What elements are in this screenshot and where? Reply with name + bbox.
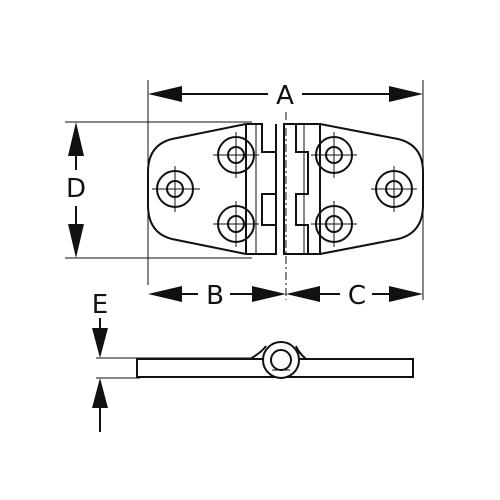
screw-hole-left-bottom	[213, 201, 259, 247]
screw-holes	[152, 132, 417, 247]
dim-a-arrow-left	[148, 86, 182, 102]
screw-hole-left-top	[213, 132, 259, 178]
screw-hole-left-outer	[152, 166, 198, 212]
screw-hole-right-top	[311, 132, 357, 178]
hinge-plan-view	[147, 112, 424, 300]
dim-c-arrow-left	[286, 286, 320, 302]
dim-b-arrow-left	[148, 286, 182, 302]
left-leaf-outline	[147, 123, 247, 255]
screw-hole-right-outer	[371, 166, 417, 212]
dim-a-arrow-right	[389, 86, 423, 102]
dim-d-arrow-top	[68, 122, 84, 156]
dimension-d: D	[65, 121, 252, 259]
right-leaf-outline	[319, 123, 424, 255]
knuckle-barrel	[262, 341, 300, 379]
dim-d-label: D	[66, 174, 86, 204]
dim-c-arrow-right	[389, 286, 423, 302]
dim-e-arrow-top	[92, 328, 108, 358]
dimension-a: A	[147, 80, 424, 300]
hinge-side-view	[136, 341, 414, 379]
dimension-c: C	[286, 281, 423, 311]
screw-hole-right-bottom	[311, 201, 357, 247]
knuckle-shoulder-right	[295, 345, 307, 360]
right-leaf-edge	[296, 123, 321, 255]
dim-e-label: E	[92, 290, 108, 320]
dim-b-label: B	[206, 281, 224, 311]
dim-a-label: A	[276, 81, 294, 111]
dim-d-arrow-bottom	[68, 224, 84, 258]
right-knuckle	[283, 123, 309, 255]
dim-e-arrow-bottom	[92, 378, 108, 408]
dimension-b: B	[148, 281, 286, 311]
dim-c-label: C	[348, 281, 366, 311]
knuckle-shoulder-left	[249, 345, 267, 360]
dim-b-arrow-right	[252, 286, 286, 302]
